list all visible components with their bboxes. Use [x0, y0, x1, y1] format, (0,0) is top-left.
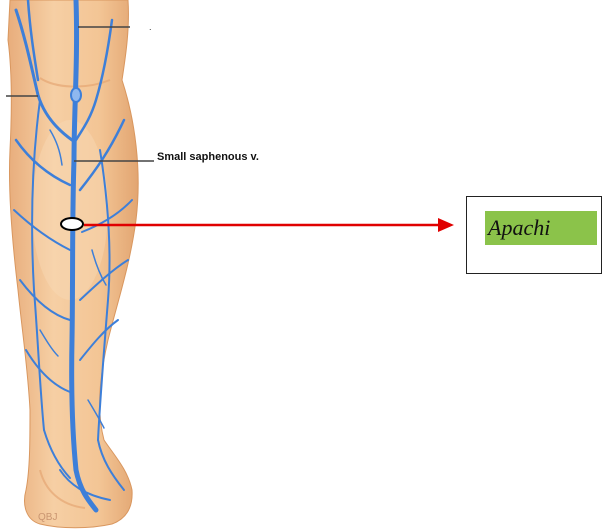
small-saphenous-label: Small saphenous v.: [157, 151, 259, 163]
calf-highlight: [32, 120, 108, 300]
leg-illustration: QBJ: [8, 0, 138, 528]
answer-highlight: Apachi: [485, 211, 597, 245]
artist-signature: QBJ: [38, 512, 57, 523]
answer-box: Apachi: [466, 196, 602, 274]
ellipse-marker-icon: [61, 218, 83, 230]
right-arrow-icon: [438, 218, 454, 232]
vein-junction: [71, 88, 81, 102]
stray-mark: .: [149, 22, 152, 32]
answer-text: Apachi: [488, 215, 550, 241]
